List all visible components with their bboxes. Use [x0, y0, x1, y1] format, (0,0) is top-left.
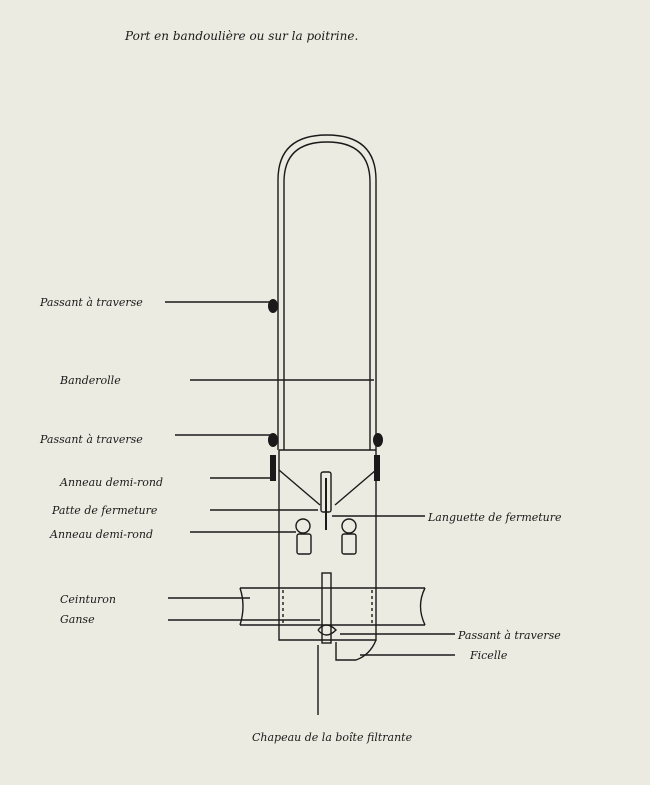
passant-knot-top: [268, 299, 278, 313]
ring-right-plate: [341, 533, 357, 555]
label-passant-mid: Passant à traverse: [40, 433, 143, 446]
banderolle-strap: [277, 134, 377, 450]
label-passant-top: Passant à traverse: [40, 296, 143, 309]
label-passant-bottom: Passant à traverse: [458, 629, 561, 642]
ceinturon-belt: [240, 587, 425, 626]
ceinturon-right-end: [419, 587, 426, 626]
passant-knot-mid-right: [373, 433, 383, 447]
passant-knot-mid-left: [268, 433, 278, 447]
label-anneau-1: Anneau demi-rond: [60, 476, 163, 489]
passant-bottom-shape: [317, 624, 337, 636]
ring-right: [341, 518, 357, 534]
label-banderolle: Banderolle: [60, 374, 121, 387]
bottom-bracket: [335, 639, 377, 661]
diagram-caption: Chapeau de la boîte filtrante: [252, 731, 413, 744]
ceinturon-left-end: [239, 587, 244, 626]
label-anneau-2: Anneau demi-rond: [50, 528, 153, 541]
case-body: [278, 450, 377, 641]
passant-buckle-left: [270, 455, 276, 481]
passant-buckle-right: [374, 455, 380, 481]
label-ganse: Ganse: [60, 613, 95, 626]
ring-left: [295, 518, 311, 534]
label-languette: Languette de fermeture: [428, 511, 562, 524]
label-ceinturon: Ceinturon: [60, 593, 116, 606]
label-ficelle: Ficelle: [470, 649, 508, 662]
banderolle-strap-inner: [283, 141, 371, 450]
diagram-title: Port en bandoulière ou sur la poitrine.: [125, 29, 359, 43]
flap-left: [278, 469, 321, 506]
flap-right: [334, 469, 377, 506]
ganse-strip: [321, 572, 332, 644]
label-patte: Patte de fermeture: [52, 504, 158, 517]
ring-left-plate: [296, 533, 312, 555]
